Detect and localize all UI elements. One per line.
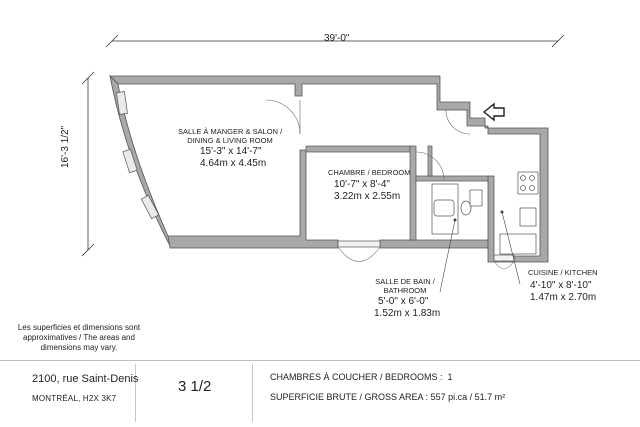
living-room-name-line2: DINING & LIVING ROOM — [187, 136, 273, 145]
kitchen-name: CUISINE / KITCHEN — [528, 268, 598, 277]
bathroom-name-line1: SALLE DE BAIN / — [375, 277, 435, 286]
living-room-imperial: 15'-3" x 14'-7" — [200, 146, 262, 157]
footer-column-divider-1 — [135, 364, 136, 422]
south-wall-2 — [379, 239, 489, 249]
bedroom-metric: 3.22m x 2.55m — [334, 191, 401, 202]
depth-dimension: 16'-3 1/2" — [60, 125, 71, 168]
area-value: 557 pi.ca / 51.7 m² — [430, 392, 506, 402]
footer-column-divider-2 — [252, 364, 253, 422]
disclaimer-note: Les superficies et dimensions sont appro… — [17, 323, 141, 352]
bedroom-name: CHAMBRE / BEDROOM — [328, 168, 411, 177]
area-spec: SUPERFICIE BRUTE / GROSS AREA : 557 pi.c… — [270, 392, 505, 402]
bathroom-name: SALLE DE BAIN / BATHROOM — [372, 277, 438, 295]
kitchen-imperial: 4'-10" x 8'-10" — [530, 280, 592, 291]
bay-windows — [116, 91, 160, 220]
living-room-name: SALLE À MANGER & SALON / DINING & LIVING… — [178, 127, 282, 145]
door-swings — [265, 99, 471, 181]
leader-lines — [439, 210, 521, 293]
area-label: SUPERFICIE BRUTE / GROSS AREA : — [270, 392, 429, 402]
bedroom-imperial: 10'-7" x 8'-4" — [334, 179, 390, 190]
width-dimension-line — [105, 34, 565, 48]
entrance-arrow-icon — [482, 102, 505, 122]
bedrooms-label: CHAMBRES À COUCHER / BEDROOMS : — [270, 372, 443, 382]
depth-dimension-line — [81, 71, 95, 257]
living-room-metric: 4.64m x 4.45m — [200, 158, 267, 169]
footer-divider — [0, 360, 640, 361]
floor-plan — [81, 34, 565, 293]
unit-type: 3 1/2 — [178, 378, 212, 395]
bedrooms-value: 1 — [447, 372, 453, 382]
interior-walls — [305, 145, 489, 241]
bathroom-name-line2: BATHROOM — [383, 286, 427, 295]
bathroom-imperial: 5'-0" x 6'-0" — [378, 296, 429, 307]
width-dimension: 39'-0" — [324, 33, 350, 44]
south-windows — [337, 240, 515, 262]
living-room-name-line1: SALLE À MANGER & SALON / — [178, 127, 283, 136]
exterior-walls — [109, 75, 549, 263]
south-wall — [167, 149, 339, 249]
kitchen-metric: 1.47m x 2.70m — [530, 292, 597, 303]
bathroom-metric: 1.52m x 1.83m — [374, 308, 441, 319]
city-postal: MONTRÉAL, H2X 3K7 — [32, 394, 117, 403]
kitchen-fixtures — [499, 171, 539, 255]
bathroom-fixtures — [431, 183, 483, 235]
address: 2100, rue Saint-Denis — [32, 373, 139, 385]
bedrooms-spec: CHAMBRES À COUCHER / BEDROOMS : 1 — [270, 372, 453, 382]
